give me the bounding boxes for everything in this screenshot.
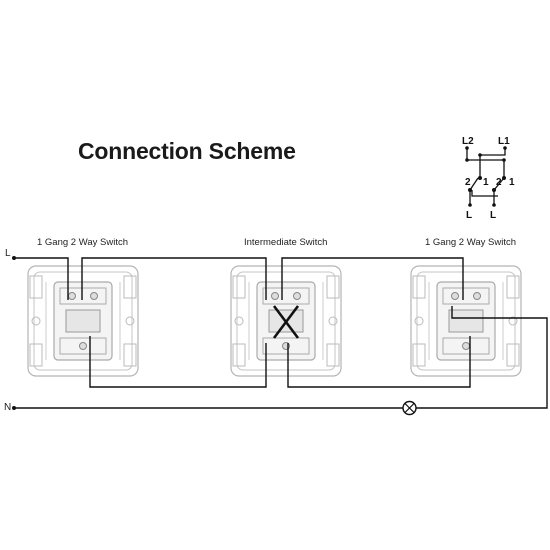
legend-label-l-left: L	[466, 210, 472, 221]
legend-label-l2: L2	[462, 136, 474, 147]
live-line-label: L	[5, 248, 11, 259]
legend-terminal-1a: 1	[483, 177, 489, 188]
switch-legend-schematic	[466, 148, 506, 205]
left-switch-mechanism	[27, 265, 139, 377]
switch-label-left: 1 Gang 2 Way Switch	[37, 237, 128, 248]
legend-terminal-2b: 2	[496, 177, 502, 188]
lamp-icon	[402, 400, 417, 416]
diagram-title: Connection Scheme	[78, 138, 296, 164]
switch-label-right: 1 Gang 2 Way Switch	[425, 237, 516, 248]
switch-label-intermediate: Intermediate Switch	[244, 237, 328, 248]
right-switch-mechanism	[410, 265, 522, 377]
legend-label-l1: L1	[498, 136, 510, 147]
legend-terminal-1b: 1	[509, 177, 515, 188]
legend-terminal-2a: 2	[465, 177, 471, 188]
legend-terminal-dots	[465, 146, 507, 207]
legend-label-l-right: L	[490, 210, 496, 221]
neutral-line-label: N	[4, 402, 12, 413]
